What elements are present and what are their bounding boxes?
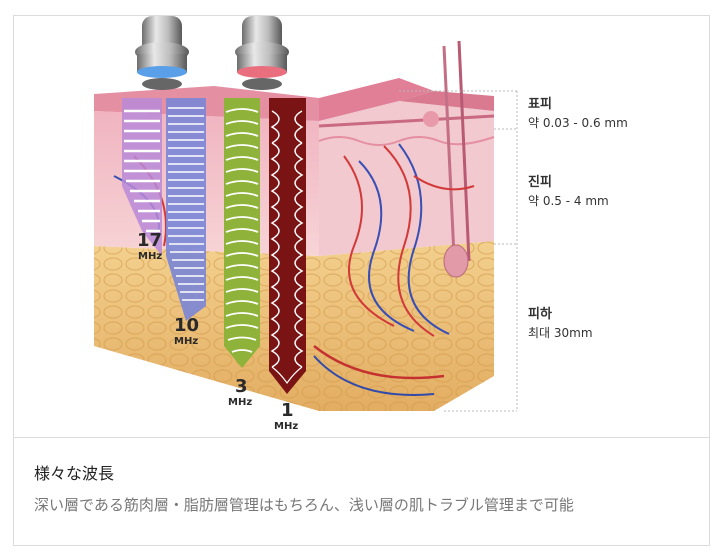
layer-subcutis-name: 피하 [528,306,552,322]
probe-right [235,16,289,90]
freq-3-unit: MHz [228,397,252,408]
caption-title: 様々な波長 [34,464,115,483]
layer-brackets [399,90,518,412]
image-card: 17 MHz 10 MHz 3 MHz 1 MHz 표피 약 0.03 - 0.… [13,15,710,546]
freq-10-unit: MHz [174,336,198,347]
layer-epidermis-name: 표피 [528,97,552,112]
probe-left [135,16,189,90]
freq-1-unit: MHz [274,421,298,432]
freq-3-value: 3 [235,376,248,397]
freq-17-value: 17 [137,230,162,251]
wave-10mhz [166,98,206,321]
epidermis-layer [94,78,495,146]
wave-1mhz [269,98,306,394]
layer-epidermis-depth: 약 0.03 - 0.6 mm [528,115,628,130]
wave-17mhz [122,98,162,256]
fat-layer [94,241,494,411]
caption-text: 深い層である筋肉層・脂肪層管理はもちろん、浅い層の肌トラブル管理まで可能 [34,496,574,514]
layer-subcutis-depth: 최대 30mm [528,326,593,340]
layer-dermis-name: 진피 [528,174,552,190]
hair-follicle [423,40,471,278]
skin-diagram-svg: 17 MHz 10 MHz 3 MHz 1 MHz 표피 약 0.03 - 0.… [94,16,628,432]
wave-3mhz [224,98,260,368]
freq-1-value: 1 [281,400,294,421]
freq-17-unit: MHz [138,251,162,262]
caption-divider [14,437,709,438]
layer-dermis-depth: 약 0.5 - 4 mm [528,193,609,208]
freq-10-value: 10 [174,315,199,336]
skin-diagram: 17 MHz 10 MHz 3 MHz 1 MHz 표피 약 0.03 - 0.… [14,16,709,436]
